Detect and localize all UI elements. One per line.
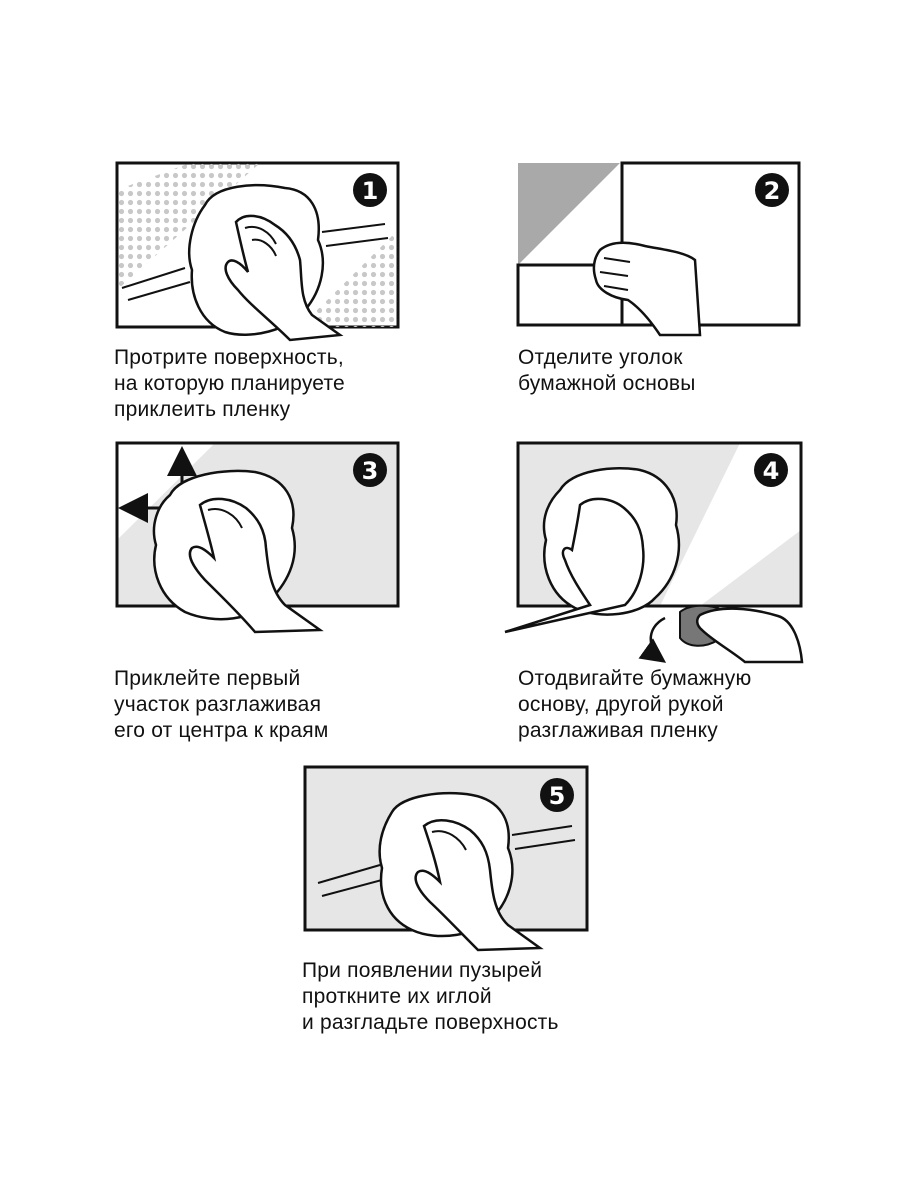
caption-line: При появлении пузырей	[302, 959, 543, 982]
caption-line: бумажной основы	[518, 372, 696, 395]
backing-removal-hand-icon: 4	[504, 441, 804, 664]
smoothing-arrows-hand-icon: 3	[115, 441, 400, 634]
step-number: 1	[362, 177, 379, 205]
step-number: 3	[362, 457, 379, 485]
step-number-badge	[540, 778, 574, 812]
step-5-caption: При появлении пузырей проткните их иглой…	[302, 958, 559, 1036]
caption-line: проткните их иглой	[302, 985, 492, 1008]
bubble-smoothing-hand-icon: 5	[303, 765, 589, 952]
cloth-wiping-hand-icon: 1	[115, 161, 400, 342]
caption-line: Отделите уголок	[518, 346, 683, 369]
caption-line: разглаживая пленку	[518, 719, 718, 742]
caption-line: Протрите поверхность,	[114, 346, 344, 369]
caption-line: и разгладьте поверхность	[302, 1011, 559, 1034]
caption-line: основу, другой рукой	[518, 693, 724, 716]
step-number-badge	[353, 453, 387, 487]
step-number: 5	[549, 782, 566, 810]
step-number-badge	[755, 173, 789, 207]
step-3-caption: Приклейте первый участок разглаживая его…	[114, 666, 329, 744]
step-4-caption: Отодвигайте бумажную основу, другой руко…	[518, 666, 751, 744]
caption-line: Отодвигайте бумажную	[518, 667, 752, 690]
step-number-badge	[353, 173, 387, 207]
peel-corner-hand-icon: 2	[516, 161, 801, 337]
caption-line: на которую планируете	[114, 372, 345, 395]
caption-line: Приклейте первый	[114, 667, 301, 690]
step-number-badge	[754, 453, 788, 487]
step-number: 2	[764, 177, 781, 205]
caption-line: приклеить пленку	[114, 398, 291, 421]
caption-line: его от центра к краям	[114, 719, 329, 742]
caption-line: участок разглаживая	[114, 693, 322, 716]
step-1-caption: Протрите поверхность, на которую планиру…	[114, 345, 345, 423]
curved-arrow-icon	[638, 616, 667, 663]
step-2-caption: Отделите уголок бумажной основы	[518, 345, 696, 397]
step-number: 4	[763, 457, 780, 485]
